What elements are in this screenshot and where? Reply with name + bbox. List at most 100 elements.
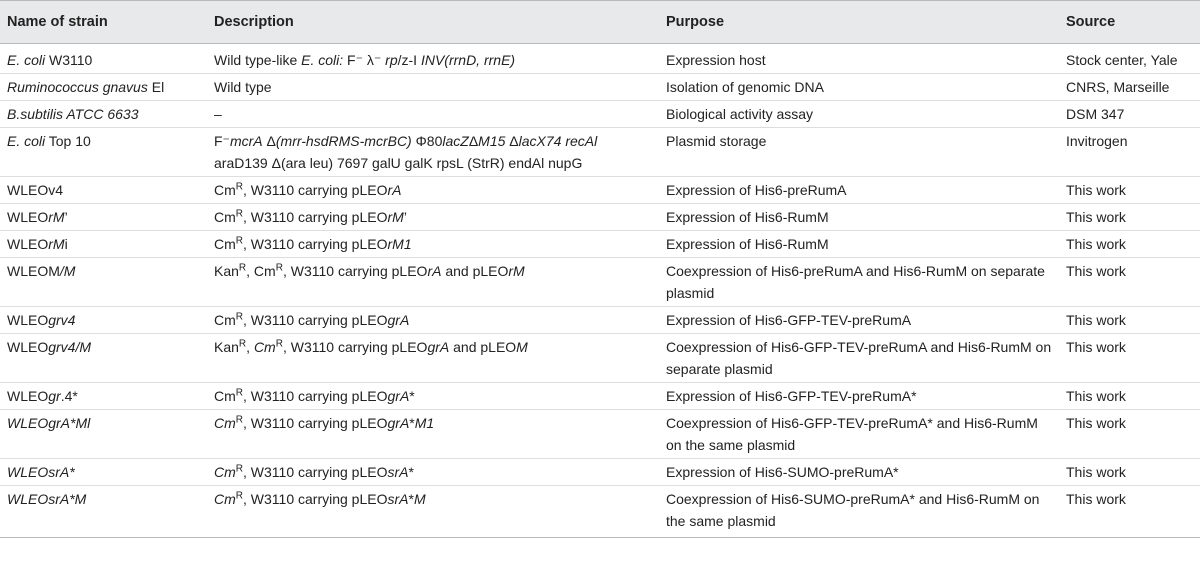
cell-purpose: Coexpression of His6-GFP-TEV-preRumA and… <box>659 333 1059 383</box>
text-segment: i <box>64 236 68 252</box>
superscript: R <box>235 490 244 502</box>
cell-source: This work <box>1059 409 1200 459</box>
cell-source: This work <box>1059 203 1200 231</box>
text-segment: INV(rrnD, rrnE) <box>420 52 516 68</box>
text-segment: Cm <box>214 182 236 198</box>
text-segment: , <box>246 339 254 355</box>
text-segment: Cm <box>214 491 236 507</box>
table-row: B.subtilis ATCC 6633–Biological activity… <box>0 100 1200 128</box>
text-segment: grA <box>427 339 450 355</box>
text-segment: rM <box>48 236 65 252</box>
text-segment: lacX74 <box>518 133 562 149</box>
text-segment: Cm <box>214 388 236 404</box>
header-row: Name of strain Description Purpose Sourc… <box>0 0 1200 44</box>
cell-description: Wild type-like E. coli: F⁻ λ⁻ rp/z-I INV… <box>207 43 659 74</box>
cell-strain-name: E. coli W3110 <box>0 43 207 74</box>
text-segment: .4* <box>60 388 78 404</box>
text-segment: grv4/M <box>48 339 92 355</box>
text-segment: grA <box>387 415 410 431</box>
cell-source: This work <box>1059 176 1200 204</box>
text-segment: WLEOsrA* <box>7 464 75 480</box>
text-segment: WLEO <box>7 209 49 225</box>
text-segment: Δ <box>262 133 276 149</box>
text-segment: El <box>147 79 165 95</box>
cell-purpose: Expression of His6-SUMO-preRumA* <box>659 458 1059 486</box>
text-segment: rM <box>387 209 404 225</box>
strain-table: Name of strain Description Purpose Sourc… <box>0 0 1200 538</box>
text-segment: , W3110 carrying pLEO <box>243 415 388 431</box>
text-segment: WLEOM <box>7 263 60 279</box>
cell-purpose: Plasmid storage <box>659 127 1059 177</box>
cell-purpose: Expression of His6-RumM <box>659 203 1059 231</box>
cell-strain-name: WLEOrMi <box>0 230 207 258</box>
text-segment: srA <box>387 491 409 507</box>
text-segment: , W3110 carrying pLEO <box>282 339 428 355</box>
cell-strain-name: WLEOsrA* <box>0 458 207 486</box>
table-row: WLEOgr.4*CmR, W3110 carrying pLEOgrA*Exp… <box>0 382 1200 410</box>
cell-source: CNRS, Marseille <box>1059 73 1200 101</box>
cell-source: This work <box>1059 333 1200 383</box>
text-segment: grv4 <box>48 312 76 328</box>
text-segment: rM1 <box>387 236 412 252</box>
text-segment: Cm <box>214 236 236 252</box>
superscript: R <box>275 262 283 274</box>
text-segment: * <box>409 415 415 431</box>
cell-description: CmR, W3110 carrying pLEOgrA*M1 <box>207 409 659 459</box>
text-segment: M15 <box>478 133 506 149</box>
cell-source: This work <box>1059 485 1200 538</box>
cell-description: CmR, W3110 carrying pLEOgrA <box>207 306 659 334</box>
text-segment: Φ80 <box>411 133 443 149</box>
text-segment: /z-I <box>397 52 421 68</box>
text-segment: Ruminococcus gnavus <box>7 79 148 95</box>
cell-description: F⁻mcrA Δ(mrr-hsdRMS-mcrBC) Φ80lacZΔM15 Δ… <box>207 127 659 177</box>
text-segment: M <box>516 339 528 355</box>
cell-strain-name: WLEOv4 <box>0 176 207 204</box>
text-segment: (mrr-hsdRMS-mcrBC) <box>275 133 412 149</box>
text-segment: ’ <box>64 209 68 225</box>
text-segment: rM <box>508 263 525 279</box>
table-header: Name of strain Description Purpose Sourc… <box>0 0 1200 44</box>
text-segment: Cm <box>214 415 236 431</box>
text-segment: – <box>214 106 222 122</box>
text-segment: F⁻ λ⁻ <box>343 52 386 68</box>
text-segment: Δ <box>505 133 519 149</box>
text-segment: B.subtilis ATCC 6633 <box>7 106 139 122</box>
text-segment: * <box>409 388 415 404</box>
table-row: WLEOrM’CmR, W3110 carrying pLEOrM’Expres… <box>0 203 1200 231</box>
cell-source: This work <box>1059 306 1200 334</box>
text-segment: WLEO <box>7 312 49 328</box>
text-segment: grA <box>387 312 410 328</box>
cell-source: This work <box>1059 257 1200 307</box>
cell-strain-name: WLEOgrv4 <box>0 306 207 334</box>
text-segment: , W3110 carrying pLEO <box>243 491 388 507</box>
text-segment: /M <box>59 263 76 279</box>
superscript: R <box>235 311 244 323</box>
text-segment: * <box>408 464 414 480</box>
text-segment: , W3110 carrying pLEO <box>282 263 428 279</box>
table-row: WLEOsrA*CmR, W3110 carrying pLEOsrA*Expr… <box>0 458 1200 486</box>
text-segment: F⁻ <box>214 133 230 149</box>
text-segment: rp <box>385 52 398 68</box>
text-segment: Kan <box>214 339 239 355</box>
text-segment: and pLEO <box>449 339 517 355</box>
superscript: R <box>238 338 247 350</box>
text-segment: araD139 Δ(ara leu) 7697 galU galK rpsL (… <box>214 155 583 171</box>
text-segment: E. coli <box>7 133 46 149</box>
text-segment: E. coli: <box>301 52 344 68</box>
text-segment: srA <box>387 464 409 480</box>
superscript: R <box>235 235 244 247</box>
cell-purpose: Expression host <box>659 43 1059 74</box>
cell-source: This work <box>1059 382 1200 410</box>
text-segment: Kan <box>214 263 239 279</box>
text-segment: Cm <box>253 339 276 355</box>
text-segment: gr <box>48 388 61 404</box>
text-segment: Wild type-like <box>214 52 302 68</box>
cell-description: KanR, CmR, W3110 carrying pLEOrA and pLE… <box>207 257 659 307</box>
text-segment: WLEO <box>7 339 49 355</box>
